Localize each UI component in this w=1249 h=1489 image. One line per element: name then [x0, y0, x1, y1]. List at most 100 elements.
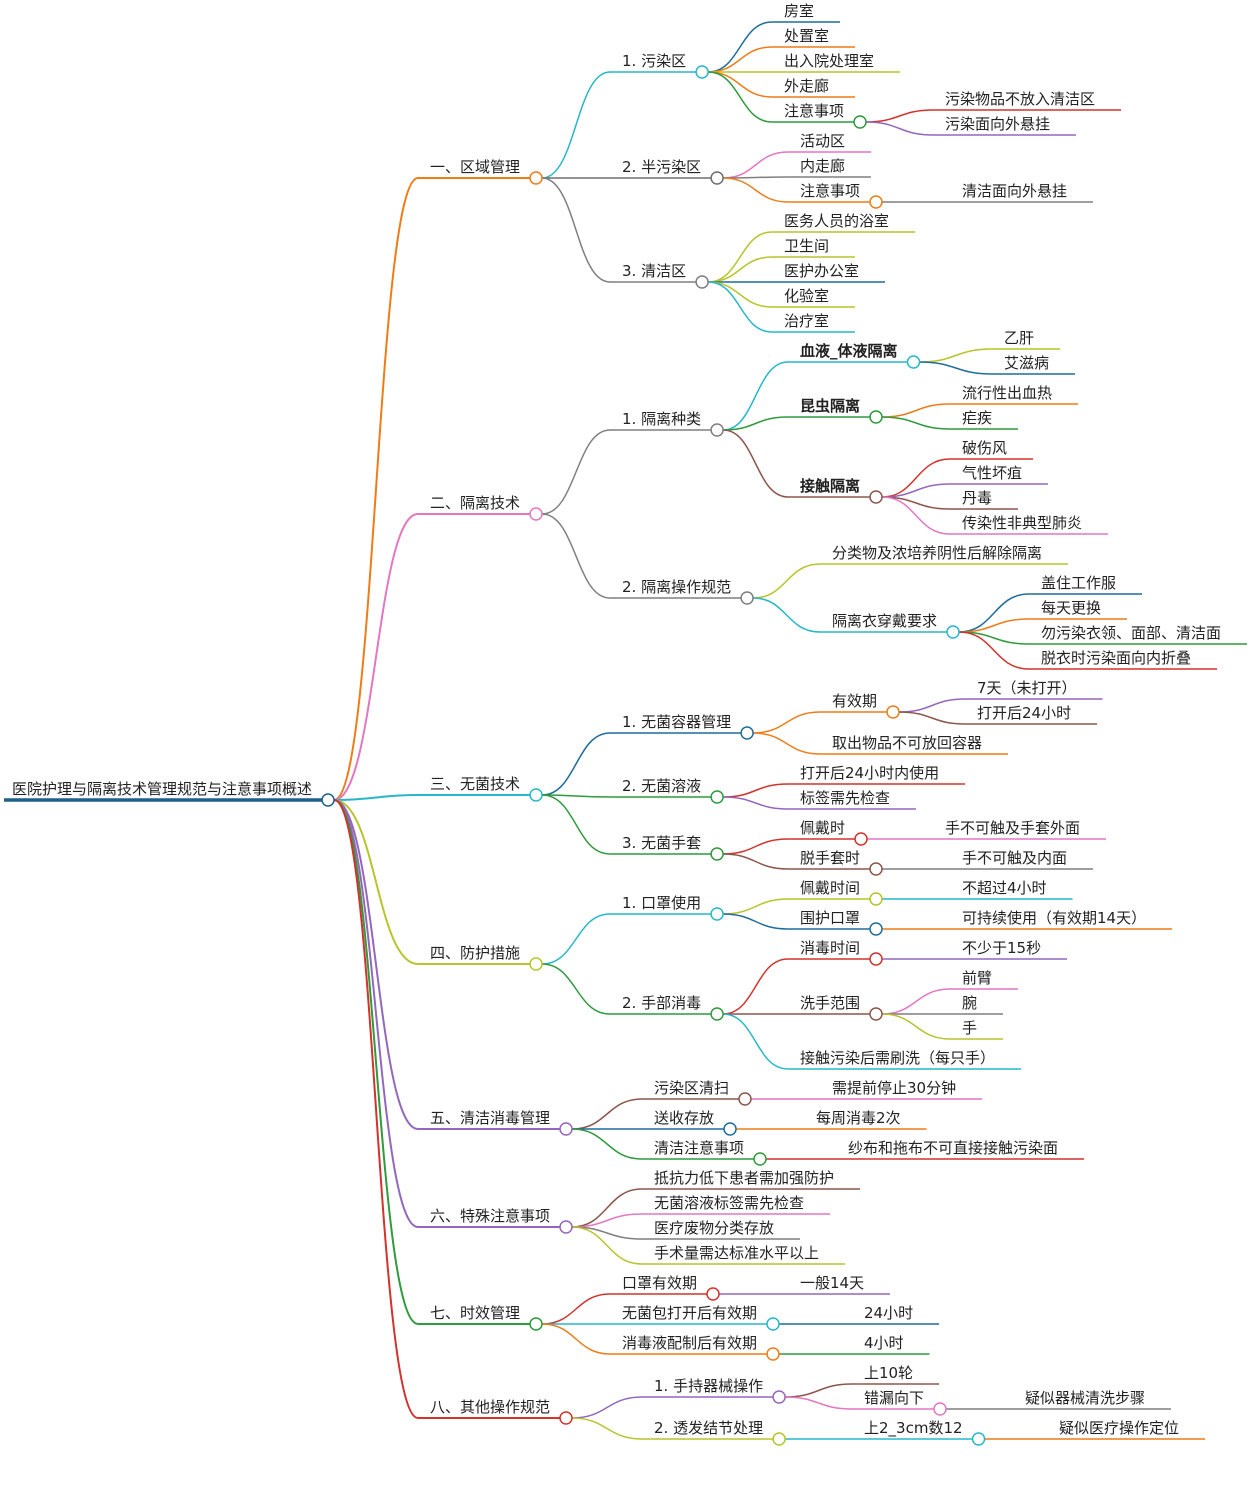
collapse-toggle-icon[interactable] — [529, 507, 543, 521]
collapse-toggle-icon[interactable] — [710, 847, 724, 861]
collapse-toggle-icon[interactable] — [869, 862, 883, 876]
link-3-1-1-0 — [882, 988, 951, 1015]
link-1-0-1 — [723, 416, 789, 431]
link-0-2 — [541, 177, 611, 283]
topic-label: 接触隔离 — [800, 477, 860, 495]
link-3-0-1 — [723, 913, 789, 930]
collapse-toggle-icon[interactable] — [723, 1122, 737, 1136]
link-1-1-1-3 — [959, 631, 1030, 670]
topic-label: 手不可触及内面 — [962, 849, 1067, 867]
collapse-toggle-icon[interactable] — [529, 171, 543, 185]
link-4-0 — [572, 1098, 643, 1130]
link-7 — [333, 799, 419, 1419]
collapse-toggle-icon[interactable] — [766, 1317, 780, 1331]
collapse-toggle-icon[interactable] — [706, 1287, 720, 1301]
topic-label: 治疗室 — [784, 312, 829, 330]
topic-label: 化验室 — [784, 287, 829, 305]
collapse-toggle-icon[interactable] — [772, 1390, 786, 1404]
link-1-1-1-0 — [959, 593, 1030, 633]
link-3-1-0 — [723, 958, 789, 1015]
link-0-2-4 — [708, 281, 773, 333]
topic-label: 3. 清洁区 — [622, 262, 686, 280]
collapse-toggle-icon[interactable] — [772, 1432, 786, 1446]
link-2-2-0 — [723, 838, 789, 855]
topic-label: 口罩有效期 — [622, 1274, 697, 1292]
topic-label: 医务人员的浴室 — [784, 212, 889, 230]
collapse-toggle-icon[interactable] — [559, 1122, 573, 1136]
link-2-1-1 — [723, 796, 789, 810]
collapse-toggle-icon[interactable] — [740, 591, 754, 605]
topic-label: 3. 无菌手套 — [622, 834, 701, 852]
topic-label: 2. 隔离操作规范 — [622, 578, 731, 596]
collapse-toggle-icon[interactable] — [869, 1007, 883, 1021]
topic-label: 7天（未打开） — [977, 679, 1077, 697]
collapse-toggle-icon[interactable] — [710, 423, 724, 437]
collapse-toggle-icon[interactable] — [738, 1092, 752, 1106]
topic-label: 破伤风 — [962, 439, 1007, 457]
collapse-toggle-icon[interactable] — [529, 957, 543, 971]
collapse-toggle-icon[interactable] — [753, 1152, 767, 1166]
link-0-2-3 — [708, 281, 773, 308]
collapse-toggle-icon[interactable] — [854, 832, 868, 846]
collapse-toggle-icon[interactable] — [321, 793, 335, 807]
collapse-toggle-icon[interactable] — [853, 115, 867, 129]
link-0-0-4-0 — [866, 109, 934, 123]
collapse-toggle-icon[interactable] — [933, 1402, 947, 1416]
link-1-0-0-0 — [919, 348, 993, 363]
collapse-toggle-icon[interactable] — [529, 788, 543, 802]
collapse-toggle-icon[interactable] — [869, 922, 883, 936]
link-7-0-0 — [785, 1383, 853, 1398]
topic-label: 脱衣时污染面向内折叠 — [1041, 649, 1191, 667]
link-4-2 — [572, 1128, 643, 1160]
collapse-toggle-icon[interactable] — [906, 355, 921, 369]
topic-label: 无菌包打开后有效期 — [622, 1304, 757, 1322]
collapse-toggle-icon[interactable] — [869, 490, 883, 504]
topic-label: 传染性非典型肺炎 — [962, 514, 1082, 532]
link-5-3 — [572, 1226, 643, 1265]
link-3-0-0 — [723, 898, 789, 915]
link-0-0 — [541, 71, 611, 179]
collapse-toggle-icon[interactable] — [529, 1317, 543, 1331]
link-2-0 — [542, 732, 611, 796]
topic-label: 每周消毒2次 — [816, 1109, 901, 1127]
link-5-0 — [572, 1188, 643, 1228]
link-0-0-3 — [708, 71, 773, 98]
topic-label: 1. 口罩使用 — [622, 894, 701, 912]
collapse-toggle-icon[interactable] — [740, 726, 754, 740]
link-3-1 — [542, 963, 611, 1015]
collapse-toggle-icon[interactable] — [869, 952, 883, 966]
collapse-toggle-icon[interactable] — [710, 790, 724, 804]
link-0-1-0 — [723, 151, 789, 179]
link-1-0-1-1 — [882, 416, 951, 430]
link-1-0-2-3 — [882, 496, 951, 535]
topic-label: 上10轮 — [864, 1364, 913, 1382]
topic-label: 分类物及浓培养阴性后解除隔离 — [832, 544, 1042, 562]
topic-label: 1. 手持器械操作 — [654, 1377, 763, 1395]
link-7-1 — [572, 1417, 643, 1440]
collapse-toggle-icon[interactable] — [559, 1220, 573, 1234]
topic-label: 盖住工作服 — [1041, 574, 1116, 592]
topic-label: 一般14天 — [800, 1274, 864, 1292]
collapse-toggle-icon[interactable] — [559, 1411, 573, 1425]
collapse-toggle-icon[interactable] — [869, 410, 883, 424]
collapse-toggle-icon[interactable] — [710, 171, 724, 185]
topic-label: 注意事项 — [784, 102, 844, 120]
topic-label: 4小时 — [864, 1334, 904, 1352]
collapse-toggle-icon[interactable] — [886, 705, 900, 719]
topic-label: 污染区清扫 — [654, 1079, 729, 1097]
collapse-toggle-icon[interactable] — [869, 892, 883, 906]
collapse-toggle-icon[interactable] — [946, 625, 960, 639]
collapse-toggle-icon[interactable] — [695, 65, 709, 79]
topic-label: 标签需先检查 — [800, 789, 890, 807]
link-1-1-1 — [753, 597, 821, 633]
collapse-toggle-icon[interactable] — [710, 907, 724, 921]
topic-label: 围护口罩 — [800, 909, 860, 927]
collapse-toggle-icon[interactable] — [766, 1347, 780, 1361]
topic-label: 房室 — [784, 2, 814, 20]
collapse-toggle-icon[interactable] — [695, 275, 709, 289]
collapse-toggle-icon[interactable] — [971, 1432, 986, 1446]
collapse-toggle-icon[interactable] — [710, 1007, 724, 1021]
topic-label: 一、区域管理 — [430, 158, 520, 176]
collapse-toggle-icon[interactable] — [869, 195, 883, 209]
